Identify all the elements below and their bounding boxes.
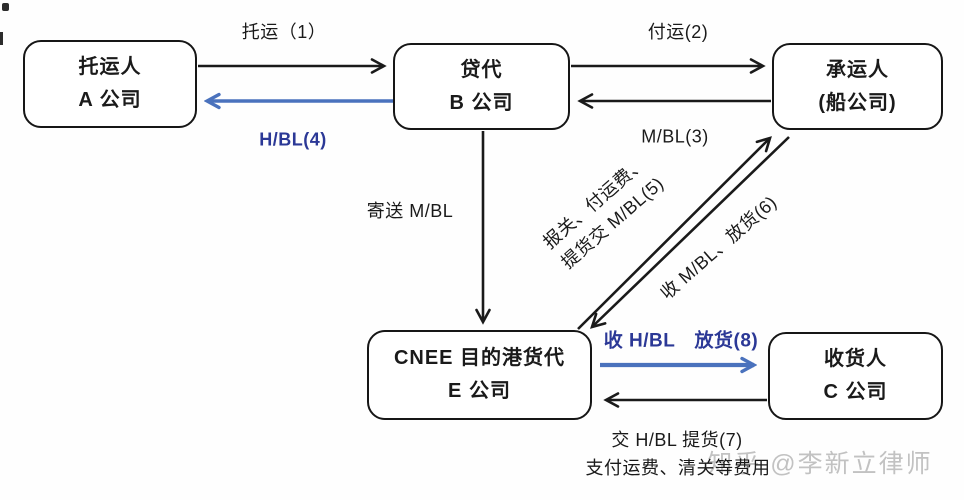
label-step2: 付运(2) xyxy=(647,22,709,42)
arrow-step5-e-to-carrier xyxy=(577,136,772,330)
watermark-text: 知乎 @李新立律师 xyxy=(707,450,933,478)
node-carrier-line1: 承运人 xyxy=(826,58,889,81)
edge-artifact xyxy=(2,3,9,11)
node-shipper-a-line2: A 公司 xyxy=(78,89,142,111)
node-consignee-c: 收货人 C 公司 xyxy=(768,332,943,420)
label-step7: 交 H/BL 提货(7) xyxy=(611,430,743,450)
node-carrier-line2: (船公司) xyxy=(818,91,897,114)
node-shipper-a: 托运人 A 公司 xyxy=(23,40,197,128)
label-step4: H/BL(4) xyxy=(259,129,327,150)
node-dest-agent-e: CNEE 目的港货代 E 公司 xyxy=(367,330,592,420)
node-forwarder-b-line1: 贷代 xyxy=(460,58,503,81)
label-step1: 托运（1） xyxy=(241,22,327,42)
node-consignee-c-line2: C 公司 xyxy=(823,381,888,403)
label-step8: 收 H/BL 放货(8) xyxy=(603,330,759,352)
node-shipper-a-line1: 托运人 xyxy=(78,56,142,78)
node-dest-agent-e-line2: E 公司 xyxy=(448,380,511,402)
arrow-step6-carrier-to-e xyxy=(590,136,790,329)
node-forwarder-b-line2: B 公司 xyxy=(449,91,514,114)
label-send-mbl: 寄送 M/BL xyxy=(366,201,454,221)
node-dest-agent-e-line1: CNEE 目的港货代 xyxy=(393,347,566,369)
label-step3: M/BL(3) xyxy=(641,126,709,147)
label-step7-sub: 支付运费、清关等费用 xyxy=(585,458,771,478)
node-consignee-c-line1: 收货人 xyxy=(824,348,887,370)
edge-artifact xyxy=(0,32,3,45)
node-carrier: 承运人 (船公司) xyxy=(772,43,943,130)
node-forwarder-b: 贷代 B 公司 xyxy=(393,43,570,130)
